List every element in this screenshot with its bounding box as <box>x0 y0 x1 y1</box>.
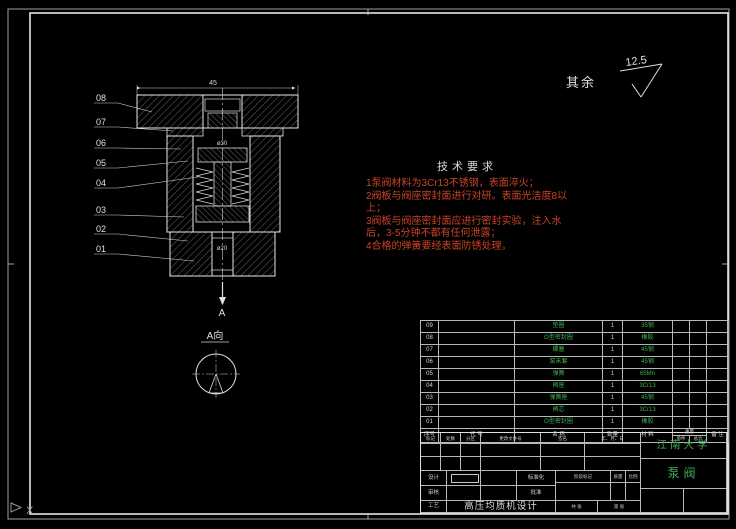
title-block: 标记 处数 分区 更改文件号 签名 年、月、日 设计 标准化 阶段标记 质量 比… <box>420 432 728 514</box>
detail-view-a: A向 <box>192 329 240 398</box>
bom-weight-header: 重量 <box>673 430 706 436</box>
surface-roughness-note: 其余 12.5 <box>566 54 663 98</box>
ucs-x-label: X <box>26 505 34 517</box>
main-section-view: 45 A <box>136 80 299 319</box>
ucs-axis-icon: X <box>10 502 34 517</box>
tb-changedoc: 更改文件号 <box>481 433 541 444</box>
tb-zone: 分区 <box>461 433 481 444</box>
tb-mark: 标记 <box>421 433 441 444</box>
spring-left <box>195 167 214 205</box>
tb-scale: 比例 <box>626 471 641 483</box>
balloon-08: 08 <box>96 93 106 103</box>
dim-width: 45 <box>209 80 217 87</box>
tech-requirement-2: 2阀板与阀座密封面进行对研。表面光洁度8以上； <box>366 190 568 215</box>
tech-requirements-title: 技术要求 <box>437 161 497 173</box>
signature-mark <box>451 474 479 483</box>
tb-count: 处数 <box>441 433 461 444</box>
drawing-frame <box>7 8 730 520</box>
spring-right <box>231 167 250 205</box>
tb-mass: 质量 <box>611 471 626 483</box>
balloon-05: 05 <box>96 158 106 168</box>
tech-requirement-3: 3阀板与阀座密封面应进行密封实验，注入水后，3-5分钟不都有任何泄露； <box>366 215 562 240</box>
tech-requirement-1: 1泵阀材料为3Cr13不锈钢，表面淬火； <box>366 178 539 189</box>
technical-requirements: 技术要求 1泵阀材料为3Cr13不锈钢，表面淬火； 2阀板与阀座密封面进行对研。… <box>366 158 568 253</box>
project-title: 高压均质机设计 <box>447 501 556 513</box>
dim-bore-top: ø30 <box>217 141 228 147</box>
tb-sign: 签名 <box>541 433 585 444</box>
tb-date: 年、月、日 <box>585 433 641 444</box>
tb-process: 工艺 <box>421 501 447 513</box>
dim-bore-bottom: ø20 <box>217 246 228 252</box>
section-arrow-label: A <box>219 308 226 319</box>
surface-finish-icon <box>619 63 663 98</box>
university-name: 江南大学 <box>641 433 727 459</box>
balloon-02: 02 <box>96 224 106 234</box>
tb-sheets-total: 共 张 <box>556 501 598 513</box>
balloon-labels: 08 07 06 05 04 03 02 01 <box>94 93 199 262</box>
balloon-04: 04 <box>96 178 106 188</box>
tb-review: 审核 <box>421 486 447 501</box>
tb-standardization: 标准化 <box>517 471 556 486</box>
tb-sheet-no: 第 张 <box>598 501 641 513</box>
balloon-06: 06 <box>96 138 106 148</box>
roughness-value: 12.5 <box>625 54 648 69</box>
balloon-07: 07 <box>96 117 106 127</box>
part-name: 泵阀 <box>641 459 727 489</box>
tech-requirement-4: 4合格的弹簧要经表面防锈处理。 <box>366 240 512 252</box>
view-a-label: A向 <box>207 329 224 342</box>
tb-design: 设计 <box>421 471 447 486</box>
balloon-03: 03 <box>96 205 106 215</box>
tb-stage-mark: 阶段标记 <box>556 471 611 483</box>
balloon-01: 01 <box>96 244 106 254</box>
tb-approval: 批准 <box>517 486 556 501</box>
bom-header-row: 序号 代 号 名 称 数量 材 料 重量 单件 总计 备 注 <box>420 428 729 443</box>
roughness-prefix: 其余 <box>566 75 596 90</box>
